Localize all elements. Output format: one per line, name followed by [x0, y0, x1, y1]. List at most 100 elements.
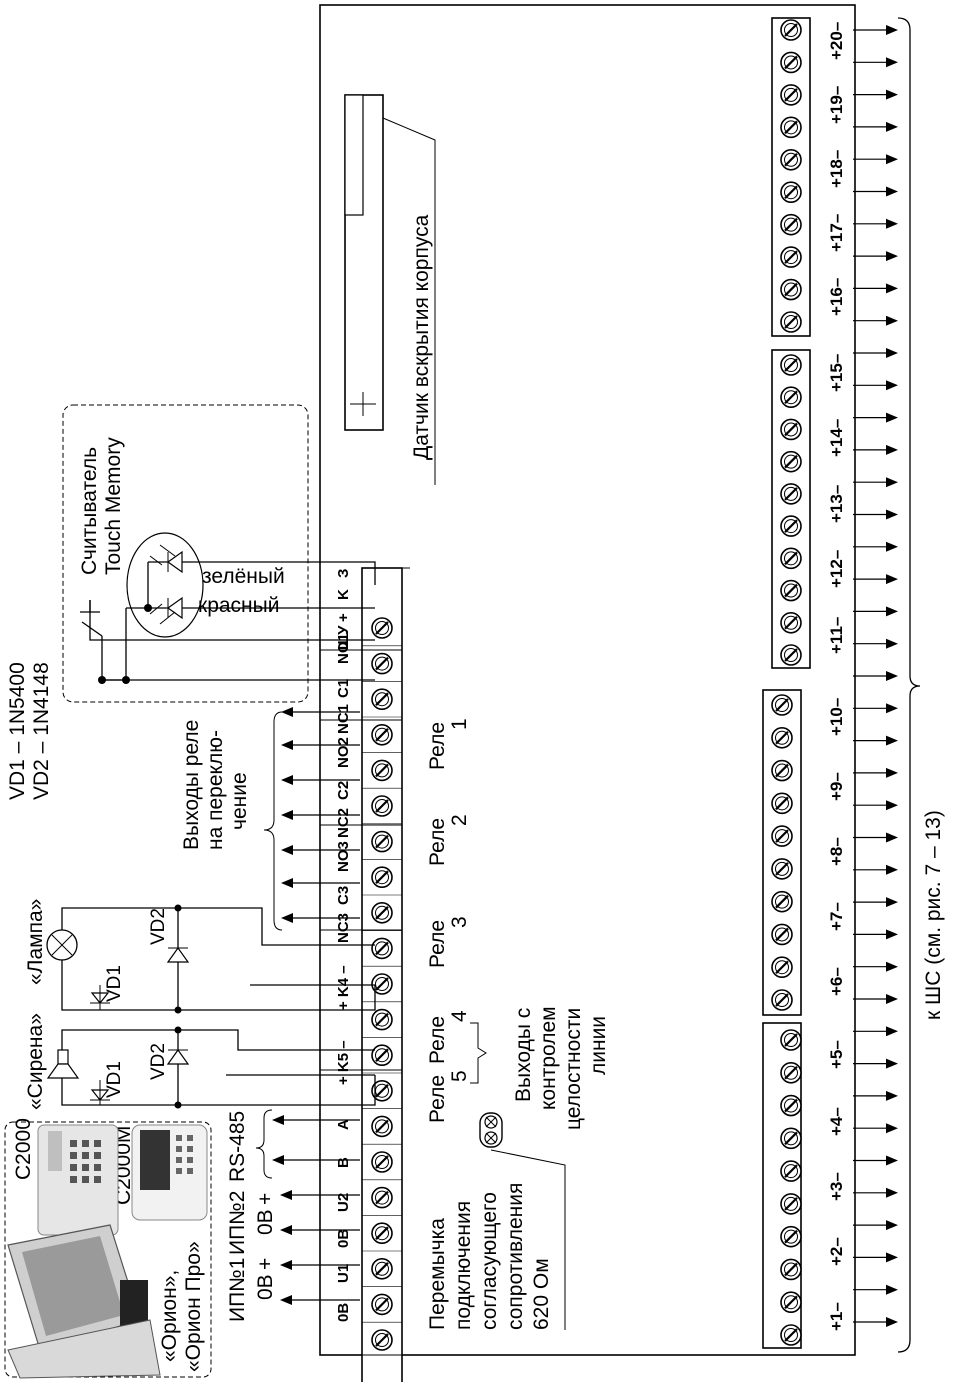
zone-label: +15– — [827, 354, 846, 392]
device-orion-line1: «Орион», — [158, 1270, 181, 1362]
zone-terminal-screw — [780, 1029, 802, 1051]
main-terminal-screw — [371, 1044, 393, 1066]
main-terminal-screw — [371, 1008, 393, 1031]
zone-label: +10– — [827, 698, 846, 736]
controlled-outputs-line1: Выходы с — [512, 1008, 535, 1102]
main-terminal-screw — [371, 759, 393, 782]
jumper-line3: согласующего — [478, 1192, 501, 1330]
relay-5-label: Реле — [426, 1075, 449, 1123]
term-k4: + K4 – — [335, 965, 352, 1010]
main-terminal-screw — [371, 1222, 393, 1244]
controlled-outputs-line2: контролем — [537, 1006, 560, 1110]
zone-terminal-screw — [780, 181, 802, 204]
ip2-plus: + — [254, 1193, 277, 1205]
term-plus: + — [335, 613, 352, 622]
term-c3: C3 — [335, 886, 352, 905]
zone-terminal-screw — [780, 579, 802, 602]
jumper-line2: подключения — [452, 1201, 475, 1330]
main-terminal-screw — [371, 652, 393, 675]
term-no2: NO2 — [335, 737, 352, 768]
zone-label: +9– — [827, 772, 846, 801]
main-screw-terminals — [320, 617, 402, 1351]
term-0v-1: 0В — [335, 1303, 352, 1322]
zone-labels: +1–+2–+3–+4–+5–+6–+7–+8–+9–+10–+11–+12–+… — [827, 22, 846, 1331]
zone-label: +12– — [827, 550, 846, 588]
zone-terminal-screw — [771, 726, 793, 749]
zone-label: +8– — [827, 837, 846, 866]
relay-outputs-label: Выходы реле на переклю- чение — [180, 720, 251, 850]
zone-terminal-screw — [780, 418, 802, 441]
relay-labels: Реле 1 Реле 2 Реле 3 Реле 4 Реле 5 — [426, 718, 471, 1123]
relay-1-label: Реле — [426, 722, 449, 770]
lamp-vd2-tag: VD2 — [148, 908, 169, 945]
main-terminal-screw — [371, 1080, 393, 1102]
zone-label: +14– — [827, 419, 846, 457]
jumper-line5: 620 Ом — [530, 1258, 553, 1330]
vd1-legend: VD1 – 1N5400 — [6, 662, 29, 800]
c2000-device-picture — [37, 1124, 119, 1236]
zone-terminal-screw — [780, 84, 802, 106]
zone-terminal-screw — [771, 923, 793, 946]
zone-bus-brace — [897, 17, 921, 1353]
relay-3-label: Реле — [426, 920, 449, 968]
relay-outputs-brace — [263, 711, 283, 931]
zone-terminal-screw — [780, 51, 802, 74]
term-k: K — [335, 589, 352, 600]
power-arrows — [280, 1190, 360, 1305]
reader-line1: Считыватель — [78, 447, 101, 575]
zone-terminal-screw — [780, 1258, 802, 1281]
relay-outputs-line2: на переклю- — [204, 730, 227, 850]
relay-outputs-line3: чение — [228, 772, 251, 830]
zone-terminal-screw — [780, 1193, 802, 1215]
power-labels: ИП№1 ИП№2 RS-485 0В + 0В + — [226, 1111, 277, 1322]
siren-vd1-tag: VD1 — [104, 1061, 125, 1098]
reader-wire-green — [182, 561, 376, 585]
ip1-label: ИП№1 — [226, 1258, 249, 1322]
controlled-outputs-label: Выходы с контролем целостности линии — [512, 1006, 610, 1130]
devices-dashed-box — [4, 1121, 212, 1378]
zone-label: +16– — [827, 278, 846, 316]
zone-terminal-screw — [771, 792, 793, 815]
term-nc1: NC1 — [335, 704, 352, 734]
zone-terminal-screw — [780, 1094, 802, 1117]
relay-2-number: 2 — [448, 814, 471, 826]
relay-4-label: Реле — [426, 1016, 449, 1064]
relay-2-label: Реле — [426, 818, 449, 866]
zone-terminal-screw — [780, 354, 802, 376]
zone-terminal-screw — [780, 278, 802, 301]
zone-screw-terminals — [771, 19, 802, 1346]
rs485-brace — [255, 1109, 273, 1179]
lamp-vd1-tag: VD1 — [104, 965, 125, 1002]
term-u2: U2 — [335, 1193, 352, 1212]
reader-line2: Touch Memory — [102, 437, 125, 575]
term-no3: NO3 — [335, 841, 352, 872]
zone-label: +1– — [827, 1302, 846, 1331]
lamp-label: «Лампа» — [24, 899, 47, 985]
main-terminal-screw — [371, 1329, 393, 1351]
zone-terminal-screw — [771, 694, 793, 716]
zone-label: +18– — [827, 150, 846, 188]
zone-label: +6– — [827, 967, 846, 996]
reader-label: Считыватель Touch Memory — [78, 437, 125, 575]
jumper-label: Перемычка подключения согласующего сопро… — [426, 1183, 553, 1330]
jumper-line4: сопротивления — [504, 1183, 527, 1330]
relay-1-number: 1 — [448, 718, 471, 730]
reader-wire-plus — [89, 600, 375, 641]
zone-label: +2– — [827, 1237, 846, 1266]
relay-4-number: 4 — [448, 1010, 471, 1022]
relay-outputs-line1: Выходы реле — [180, 720, 203, 850]
housing-sensor-label: Датчик вскрытия корпуса — [410, 214, 433, 460]
controlled-outputs-line4: линии — [587, 1016, 610, 1075]
vd2-legend: VD2 – 1N4148 — [30, 662, 53, 800]
term-u1: U1 — [335, 1264, 352, 1283]
zone-label: +4– — [827, 1107, 846, 1136]
main-terminal-screw — [371, 1293, 393, 1316]
zone-terminal-screw — [780, 547, 802, 570]
main-terminal-labels: 0В U1 0В U2 B A + K5 – + K4 – NC3 C3 NO3… — [335, 569, 352, 1322]
zone-label: +7– — [827, 902, 846, 931]
zone-label: +20– — [827, 22, 846, 60]
term-b: B — [335, 1157, 352, 1168]
zone-terminal-screw — [780, 213, 802, 236]
zone-terminal-screw — [780, 515, 802, 537]
zone-terminal-screw — [771, 956, 793, 979]
